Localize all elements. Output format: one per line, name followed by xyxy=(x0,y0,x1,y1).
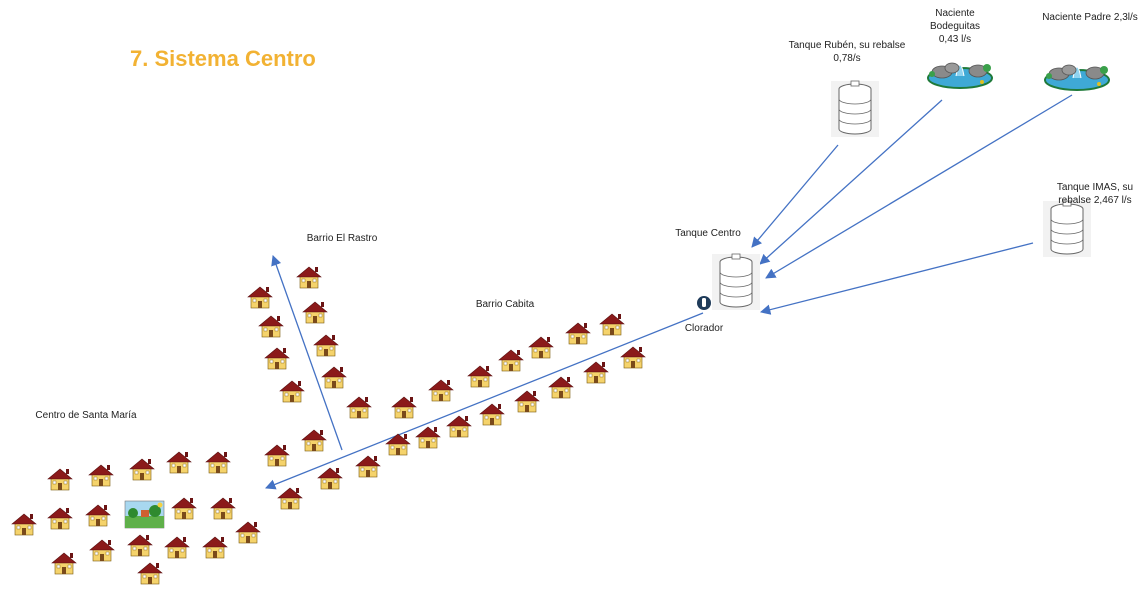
house-icon xyxy=(355,455,381,478)
house-icon xyxy=(565,322,591,345)
house-icon xyxy=(258,315,284,338)
house-icon xyxy=(346,396,372,419)
tanque-ruben-icon xyxy=(830,80,880,138)
house-icon xyxy=(210,497,236,520)
house-icon xyxy=(47,468,73,491)
house-icon xyxy=(129,458,155,481)
arrow-padre-to-centro xyxy=(765,94,1073,279)
tanque-centro-icon xyxy=(711,253,761,311)
house-icon xyxy=(264,347,290,370)
house-icon xyxy=(202,536,228,559)
label-tanque-ruben: Tanque Rubén, su rebalse 0,78/s xyxy=(788,39,906,65)
house-icon xyxy=(11,513,37,536)
house-icon xyxy=(583,361,609,384)
house-icon xyxy=(89,539,115,562)
house-icon xyxy=(171,497,197,520)
clorador-icon xyxy=(697,296,711,310)
label-tanque-centro-line1: Tanque Centro xyxy=(675,228,741,239)
naciente-bodeguitas-icon xyxy=(927,62,993,89)
park-icon xyxy=(124,500,165,529)
label-clorador: Clorador xyxy=(680,322,728,335)
label-centro-santa-maria-line1: Centro de Santa María xyxy=(35,410,137,421)
label-barrio-cabita-line1: Barrio Cabita xyxy=(475,299,535,310)
house-icon xyxy=(528,336,554,359)
label-naciente-padre: Naciente Padre 2,3l/s xyxy=(1040,11,1140,24)
label-naciente-padre-line1: Naciente Padre 2,3l/s xyxy=(1042,12,1138,23)
house-icon xyxy=(514,390,540,413)
house-icon xyxy=(301,429,327,452)
house-icon xyxy=(166,451,192,474)
house-icon xyxy=(277,487,303,510)
label-tanque-imas-line2: rebalse 2,467 l/s xyxy=(1058,195,1132,206)
house-icon xyxy=(479,403,505,426)
label-tanque-ruben-line2: 0,78/s xyxy=(833,53,861,64)
houses-el-rastro xyxy=(247,266,372,467)
house-icon xyxy=(264,444,290,467)
house-icon xyxy=(247,286,273,309)
house-icon xyxy=(127,534,153,557)
label-tanque-ruben-line1: Tanque Rubén, su rebalse xyxy=(788,40,906,51)
house-icon xyxy=(235,521,261,544)
house-icon xyxy=(279,380,305,403)
arrow-bodeguitas-to-centro xyxy=(759,99,943,265)
label-naciente-bodeguitas: Naciente Bodeguitas 0,43 l/s xyxy=(915,7,995,46)
house-icon xyxy=(321,366,347,389)
tanque-imas-icon xyxy=(1042,200,1092,258)
label-clorador-line1: Clorador xyxy=(684,323,724,334)
label-barrio-el-rastro-line1: Barrio El Rastro xyxy=(306,233,378,244)
arrow-imas-to-centro xyxy=(759,242,1034,315)
house-icon xyxy=(428,379,454,402)
label-naciente-bodeguitas-line3: 0,43 l/s xyxy=(938,34,972,45)
house-icon xyxy=(446,415,472,438)
house-icon xyxy=(391,396,417,419)
label-barrio-el-rastro: Barrio El Rastro xyxy=(304,232,380,245)
house-icon xyxy=(385,433,411,456)
arrow-ruben-to-centro xyxy=(751,144,839,248)
label-centro-santa-maria: Centro de Santa María xyxy=(33,409,139,422)
label-naciente-bodeguitas-line2: Bodeguitas xyxy=(929,21,981,32)
house-icon xyxy=(548,376,574,399)
house-icon xyxy=(85,504,111,527)
house-icon xyxy=(296,266,322,289)
house-icon xyxy=(467,365,493,388)
house-icon xyxy=(47,507,73,530)
house-icon xyxy=(498,349,524,372)
arrow-to-el-rastro xyxy=(271,255,343,451)
naciente-padre-icon xyxy=(1044,64,1110,91)
house-icon xyxy=(313,334,339,357)
house-icon xyxy=(51,552,77,575)
label-tanque-imas-line1: Tanque IMAS, su xyxy=(1056,182,1134,193)
label-tanque-centro: Tanque Centro xyxy=(672,227,744,240)
house-icon xyxy=(415,426,441,449)
house-icon xyxy=(599,313,625,336)
house-icon xyxy=(620,346,646,369)
page-title: 7. Sistema Centro xyxy=(130,46,316,71)
house-icon xyxy=(317,467,343,490)
house-icon xyxy=(302,301,328,324)
label-barrio-cabita: Barrio Cabita xyxy=(474,298,536,311)
house-icon xyxy=(137,562,163,585)
label-naciente-bodeguitas-line1: Naciente xyxy=(935,8,975,19)
house-icon xyxy=(205,451,231,474)
arrow-centro-to-santa-maria xyxy=(265,312,704,490)
house-icon xyxy=(88,464,114,487)
house-icon xyxy=(164,536,190,559)
label-tanque-imas: Tanque IMAS, su rebalse 2,467 l/s xyxy=(1053,181,1137,207)
flow-arrows xyxy=(265,94,1073,490)
